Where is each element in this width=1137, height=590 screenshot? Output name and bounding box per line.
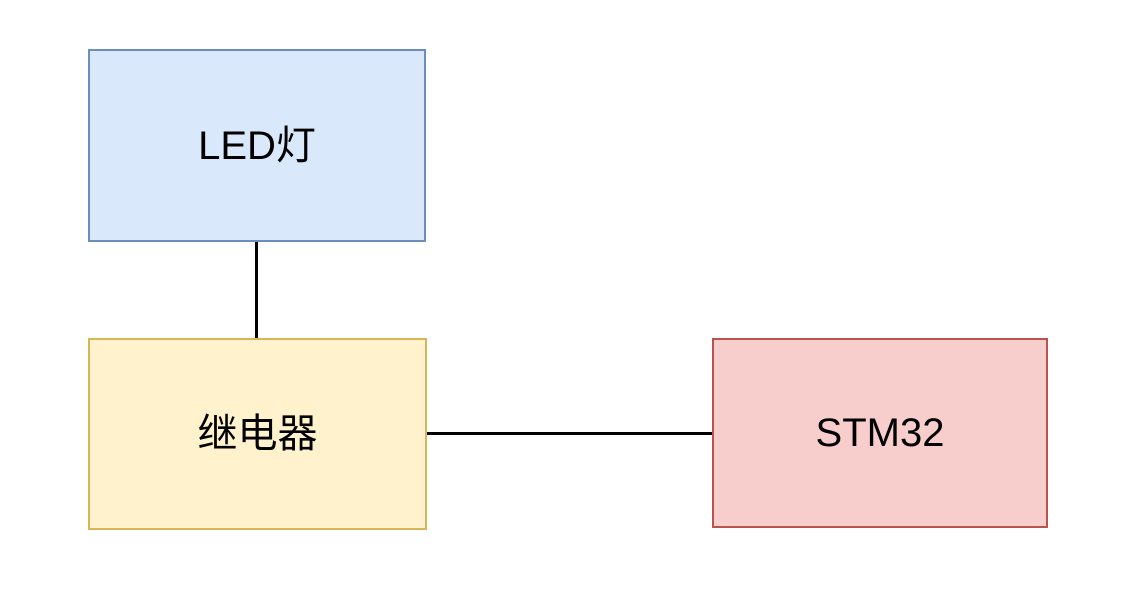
connector-led-to-relay [255,242,258,338]
node-led-light: LED灯 [88,49,426,242]
connector-relay-to-stm32 [427,432,712,435]
node-stm32: STM32 [712,338,1048,528]
node-relay-label: 继电器 [197,412,318,456]
node-relay: 继电器 [88,338,427,530]
node-led-light-label: LED灯 [198,123,316,168]
node-stm32-label: STM32 [815,411,945,455]
